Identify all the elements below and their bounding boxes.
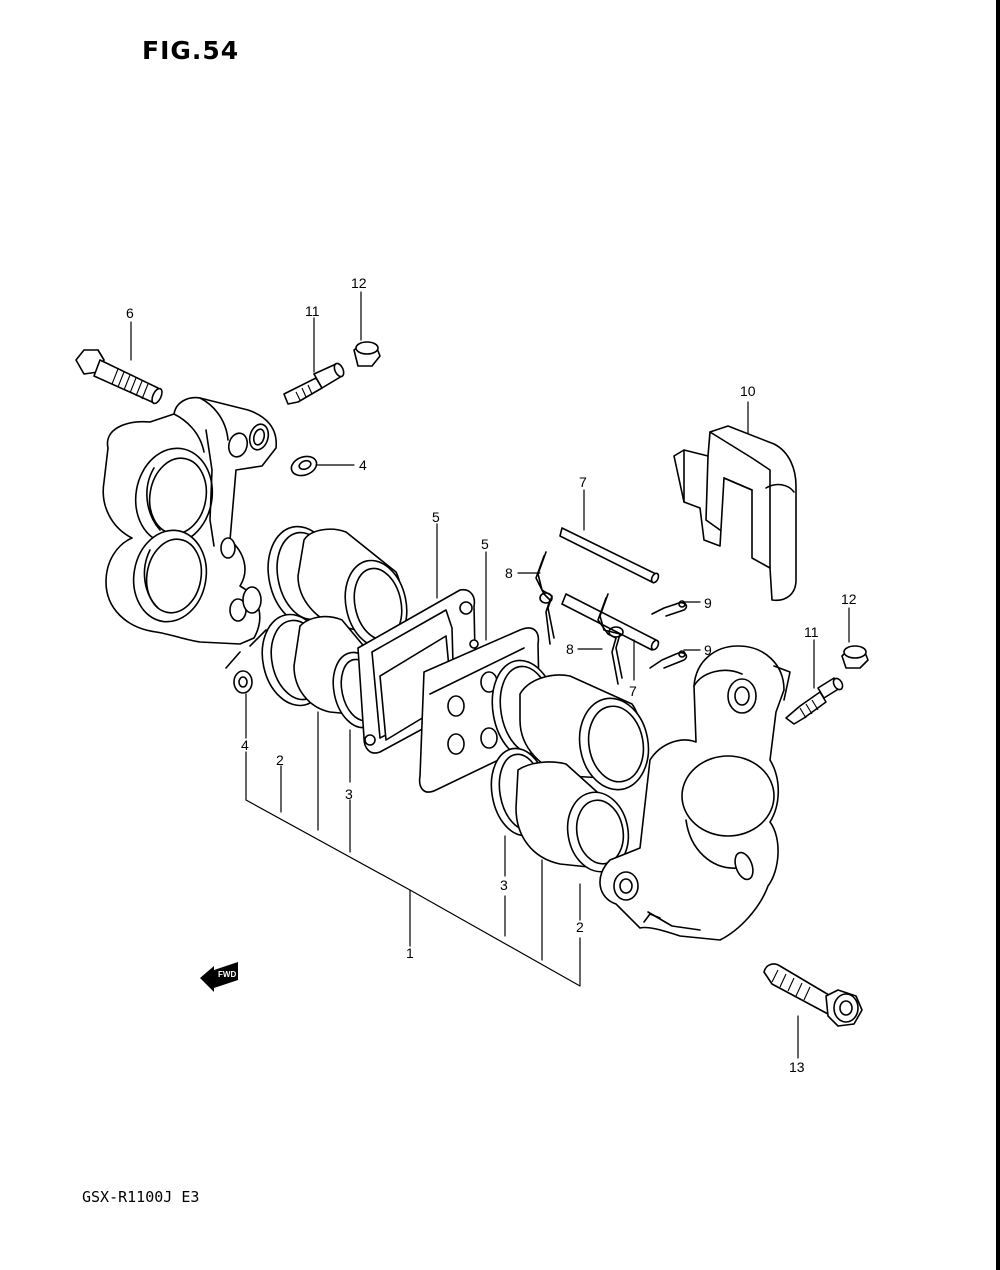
callout-numbers: 6 11 12 4 5 5 7 8 9 10 12 11 8 9 7 4 2 3… <box>126 275 857 1075</box>
leader-lines <box>130 291 850 1059</box>
bleeder-valve-left <box>283 362 345 405</box>
o-ring-washer-top <box>290 455 318 477</box>
caliper-half-left <box>102 396 277 645</box>
fwd-label: FWD <box>218 970 236 979</box>
callout-12-left: 12 <box>351 275 367 291</box>
pad-spring <box>673 425 797 602</box>
leader-group-bracket <box>245 711 581 987</box>
bleeder-cap-left <box>353 341 381 367</box>
pad-pin-lower <box>561 593 660 651</box>
mounting-bolt-right <box>763 963 863 1027</box>
bleeder-valve-right <box>785 677 844 725</box>
callout-8-bottom: 8 <box>566 641 574 657</box>
callout-1: 1 <box>406 945 414 961</box>
piston-left-upper <box>297 528 408 649</box>
callout-4-bottom: 4 <box>241 737 249 753</box>
callout-4-top: 4 <box>359 457 367 473</box>
callout-10: 10 <box>740 383 756 399</box>
figure-title: FIG.54 <box>142 36 240 65</box>
model-code: GSX-R1100J E3 <box>82 1188 200 1206</box>
callout-5-right: 5 <box>481 536 489 552</box>
piston-right-upper <box>519 674 650 791</box>
pin-clip-upper <box>535 551 555 645</box>
pad-pin-upper <box>559 527 660 584</box>
bleeder-cap-right <box>841 645 869 669</box>
callout-8-top: 8 <box>505 565 513 581</box>
piston-right-lower <box>515 761 630 873</box>
callout-7-top: 7 <box>579 474 587 490</box>
callout-2-right: 2 <box>576 919 584 935</box>
callout-11-right: 11 <box>804 624 819 640</box>
caliper-half-right <box>599 645 791 941</box>
o-ring-washer-bottom <box>225 629 267 694</box>
callout-9-top: 9 <box>704 595 712 611</box>
fwd-arrow-icon: FWD <box>200 962 238 992</box>
callout-6: 6 <box>126 305 134 321</box>
r-pin-lower <box>649 650 688 669</box>
mounting-bolt-left <box>75 349 163 405</box>
callout-2-left: 2 <box>276 752 284 768</box>
callout-3-right: 3 <box>500 877 508 893</box>
callout-13: 13 <box>789 1059 805 1075</box>
callout-11-left: 11 <box>305 303 320 319</box>
callout-7-bottom: 7 <box>629 683 637 699</box>
r-pin-upper <box>651 600 688 617</box>
callout-12-right: 12 <box>841 591 857 607</box>
pin-clip-lower <box>597 593 624 685</box>
page-edge-bar <box>996 0 1000 1270</box>
callout-9-bottom: 9 <box>704 642 712 658</box>
callout-5-left: 5 <box>432 509 440 525</box>
callout-3-left: 3 <box>345 786 353 802</box>
